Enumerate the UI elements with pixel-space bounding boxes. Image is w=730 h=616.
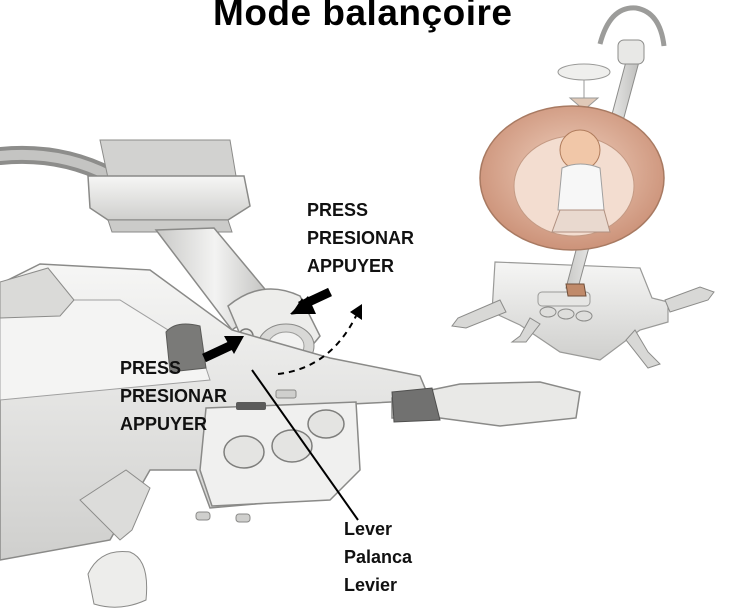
lever-callout: Lever Palanca Levier [344, 515, 412, 599]
page-title: Mode balançoire [213, 0, 512, 34]
callout-line: PRESIONAR [307, 224, 414, 252]
swing-overview-figure [452, 8, 714, 368]
callout-line: Levier [344, 571, 412, 599]
callout-line: Lever [344, 515, 412, 543]
callout-line: APPUYER [307, 252, 414, 280]
callout-line: APPUYER [120, 410, 227, 438]
callout-line: PRESS [120, 354, 227, 382]
press-callout-right: PRESS PRESIONAR APPUYER [307, 196, 414, 280]
callout-line: PRESIONAR [120, 382, 227, 410]
press-callout-left: PRESS PRESIONAR APPUYER [120, 354, 227, 438]
callout-line: Palanca [344, 543, 412, 571]
callout-line: PRESS [307, 196, 414, 224]
